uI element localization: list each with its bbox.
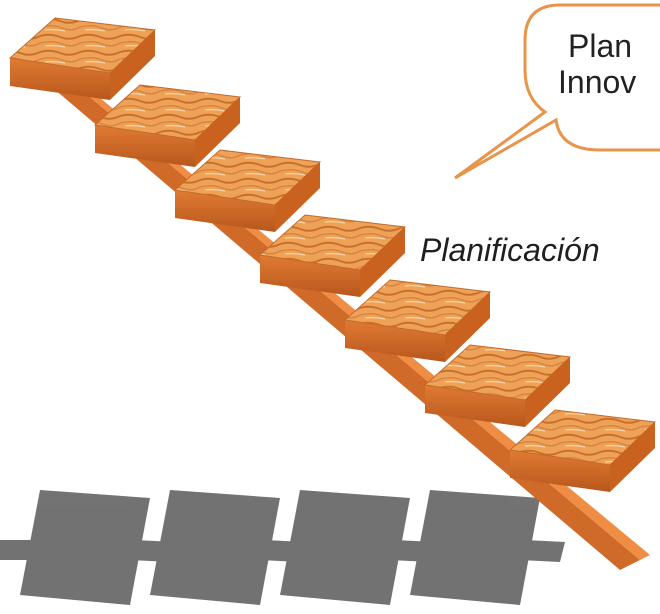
stair-step xyxy=(173,149,322,232)
step-side xyxy=(610,422,655,492)
step-side xyxy=(195,97,240,167)
step-riser xyxy=(345,320,445,362)
step-riser xyxy=(425,385,525,427)
step-shadow xyxy=(20,490,150,605)
stair-step xyxy=(508,409,657,492)
stair-step xyxy=(343,279,492,362)
step-riser xyxy=(260,255,360,297)
stair-shadow xyxy=(0,490,565,605)
beam-shadow xyxy=(0,540,45,560)
step-riser xyxy=(510,450,610,492)
step-shadow xyxy=(410,490,540,605)
step-side xyxy=(445,292,490,362)
step-riser xyxy=(10,58,110,100)
beam-shadow xyxy=(520,540,565,562)
beam-side xyxy=(20,55,640,570)
callout-line-1: Plan xyxy=(568,28,633,64)
step-shadow xyxy=(280,490,410,605)
step-side xyxy=(525,357,570,427)
step-side xyxy=(360,227,405,297)
stair-step xyxy=(423,344,572,427)
callout-bubble xyxy=(454,3,660,180)
step-side xyxy=(110,30,155,100)
step-side xyxy=(275,162,320,232)
stair-steps xyxy=(8,17,657,492)
callout-line-2: Innov xyxy=(558,64,637,100)
step-riser xyxy=(175,190,275,232)
callout-text: Plan Innov xyxy=(558,28,636,100)
stair-step xyxy=(93,84,242,167)
subtitle-text: Planificación xyxy=(420,232,600,268)
step-shadow xyxy=(150,490,280,605)
stair-step xyxy=(8,17,157,100)
stair-step xyxy=(258,214,407,297)
step-riser xyxy=(95,125,195,167)
